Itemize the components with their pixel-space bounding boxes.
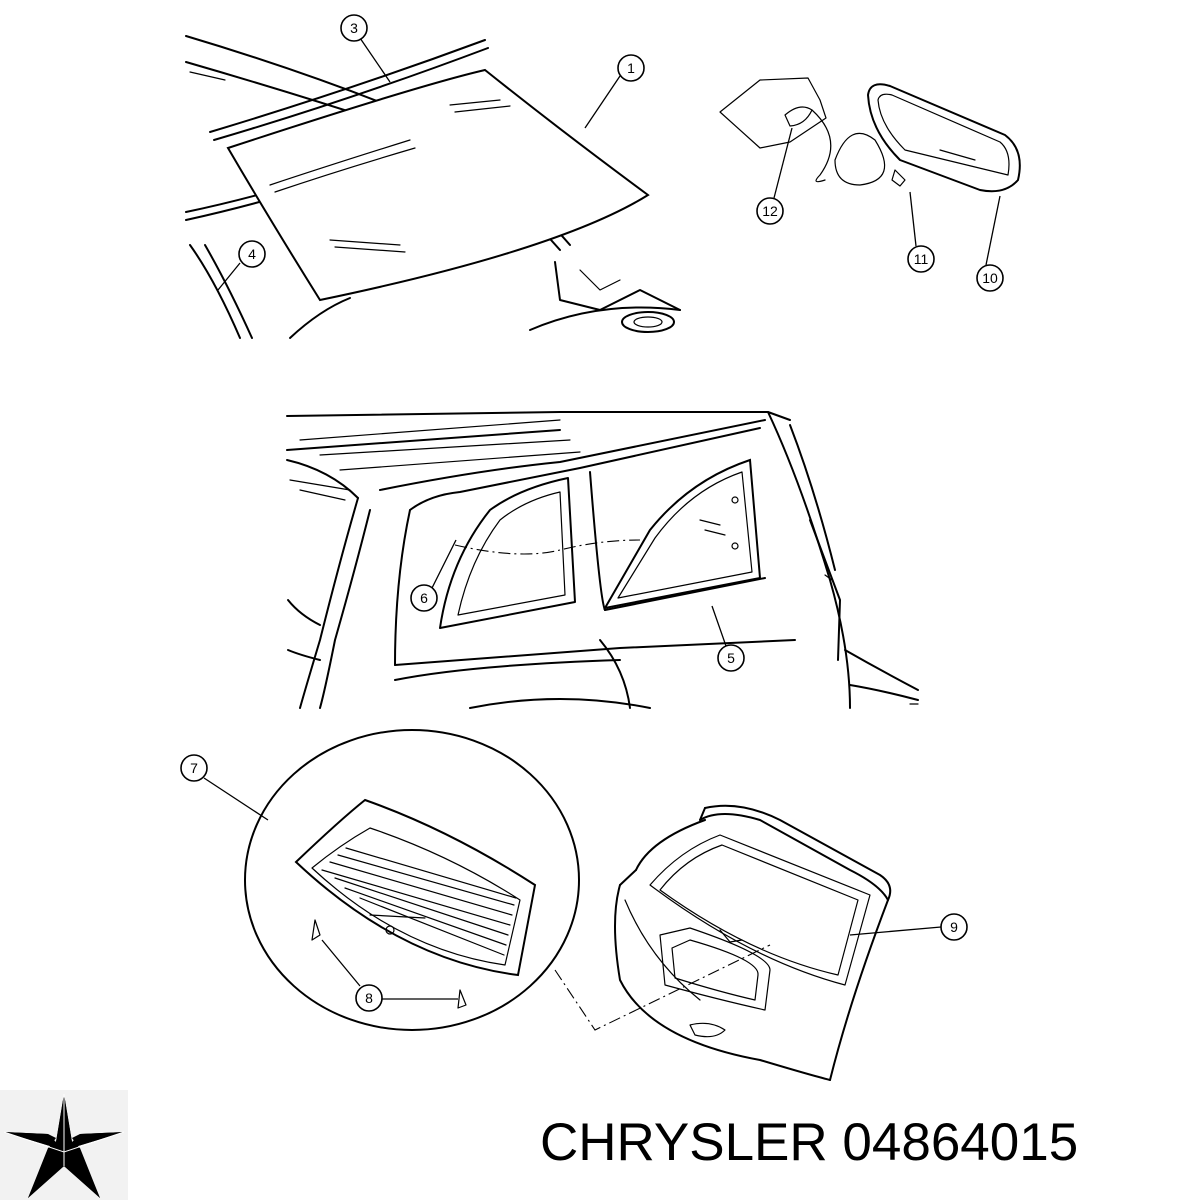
callout-12: 12 xyxy=(756,127,793,225)
brand-name: CHRYSLER xyxy=(540,1113,828,1172)
liftgate-view xyxy=(244,729,892,1081)
svg-text:9: 9 xyxy=(950,919,958,935)
callout-4: 4 xyxy=(217,240,266,291)
svg-text:1: 1 xyxy=(627,60,635,76)
svg-text:3: 3 xyxy=(350,20,358,36)
callout-5: 5 xyxy=(711,605,745,672)
svg-text:10: 10 xyxy=(982,270,998,286)
callout-10: 10 xyxy=(976,195,1004,292)
quarter-glass-view xyxy=(286,411,919,709)
svg-text:6: 6 xyxy=(420,590,428,606)
callout-8: 8 xyxy=(321,939,458,1012)
callout-11: 11 xyxy=(907,191,935,273)
svg-text:4: 4 xyxy=(248,246,256,262)
callout-6: 6 xyxy=(410,539,457,612)
svg-text:5: 5 xyxy=(727,650,735,666)
callout-7: 7 xyxy=(180,754,269,821)
svg-text:8: 8 xyxy=(365,990,373,1006)
chrysler-star-logo xyxy=(0,1090,128,1200)
part-number: 04864015 xyxy=(842,1113,1079,1172)
svg-text:7: 7 xyxy=(190,760,198,776)
svg-text:11: 11 xyxy=(914,251,929,267)
windshield-view xyxy=(185,35,681,339)
callout-3: 3 xyxy=(340,14,391,83)
callout-9: 9 xyxy=(849,913,968,941)
callout-1: 1 xyxy=(584,54,645,129)
svg-text:12: 12 xyxy=(762,203,778,219)
mirror-view xyxy=(719,77,1021,193)
brand-part-label: CHRYSLER 04864015 xyxy=(540,1108,1200,1178)
